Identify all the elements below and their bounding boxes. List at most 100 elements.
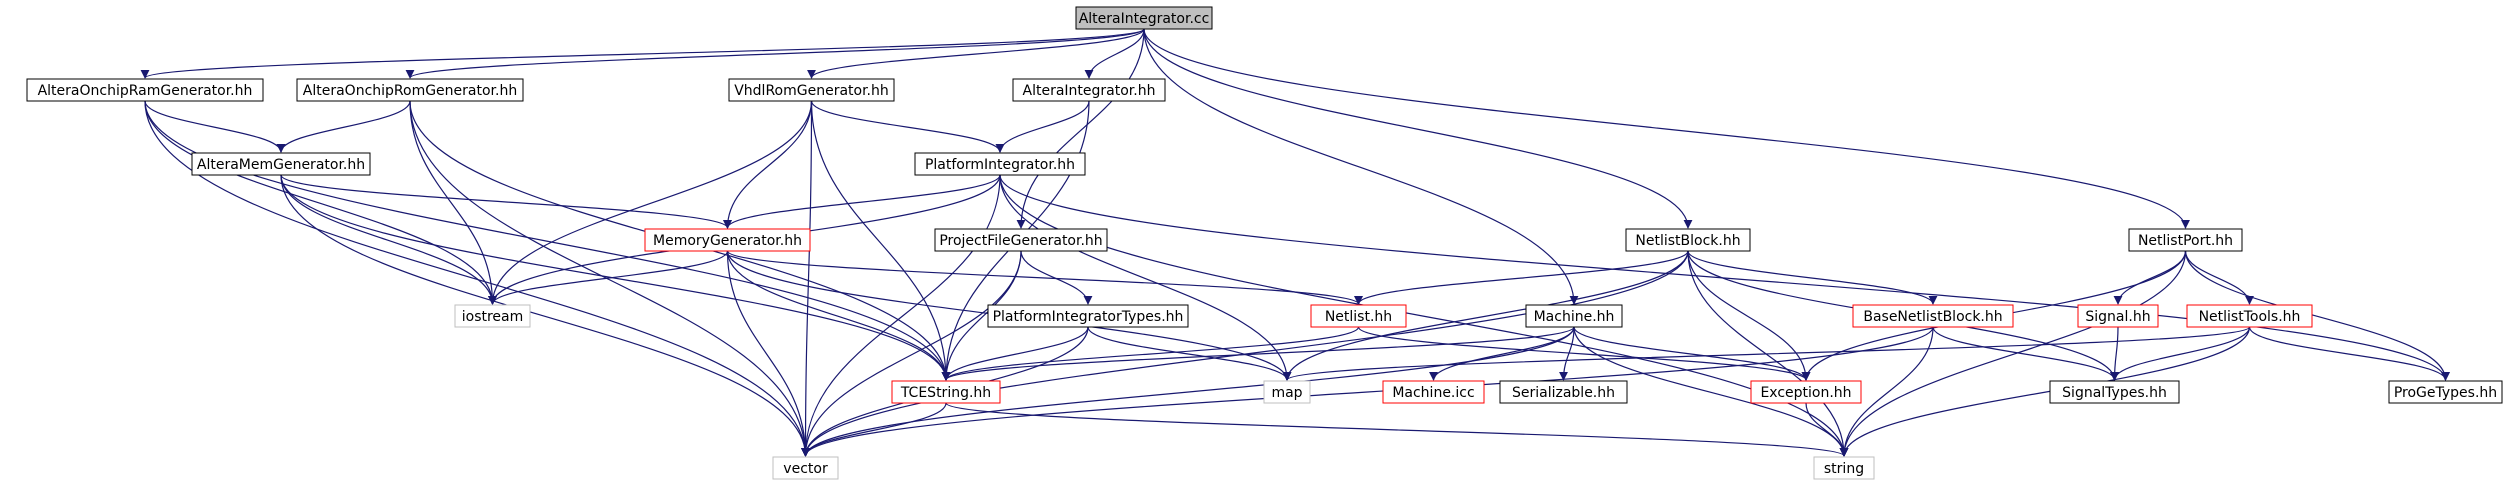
node-box — [454, 304, 531, 328]
node-aorg[interactable]: AlteraOnchipRamGenerator.hh — [26, 78, 264, 102]
node-label: iostream — [462, 309, 524, 325]
edge-root-to-machine — [1143, 28, 1579, 305]
edge-vhdl-to-iostream — [488, 100, 813, 305]
edge-root-to-aihh — [1084, 28, 1145, 79]
edge-aorg-to-tce — [144, 100, 951, 381]
node-label: NetlistBlock.hh — [1635, 233, 1740, 249]
node-box — [644, 228, 811, 252]
edge-bnb-to-st — [1932, 326, 2119, 381]
edge-pit-to-map — [1087, 326, 1292, 381]
edge-aorg-to-amg — [144, 100, 286, 153]
edge-pi-to-string — [999, 174, 1849, 457]
edge-vhdl-to-tce — [810, 100, 951, 381]
node-label: PlatformIntegratorTypes.hh — [993, 309, 1184, 325]
node-exc[interactable]: Exception.hh — [1750, 380, 1862, 404]
node-label: Exception.hh — [1760, 385, 1851, 401]
node-vector[interactable]: vector — [772, 456, 839, 480]
node-label: Signal.hh — [2085, 309, 2150, 325]
edge-tce-to-string — [945, 402, 1849, 457]
edge-machine-to-string — [1573, 326, 1849, 457]
edge-machine-to-exc — [1573, 326, 1811, 381]
node-ser[interactable]: Serializable.hh — [1499, 380, 1628, 404]
edge-amg-to-memgen — [280, 174, 732, 229]
edge-vhdl-to-pi — [810, 100, 1005, 153]
edge-root-to-aorom — [405, 28, 1145, 79]
edge-pfg-to-vector — [801, 250, 1022, 457]
node-netlist[interactable]: Netlist.hh — [1310, 304, 1407, 328]
edge-vhdl-to-vector — [801, 100, 813, 457]
node-bnb[interactable]: BaseNetlistBlock.hh — [1852, 304, 2014, 328]
node-box — [1525, 304, 1623, 328]
node-label: string — [1824, 461, 1864, 477]
edge-machine-to-vector — [801, 326, 1575, 457]
node-nb[interactable]: NetlistBlock.hh — [1625, 228, 1751, 252]
edge-pfg-to-pit — [1020, 250, 1093, 305]
node-label: NetlistTools.hh — [2199, 309, 2301, 325]
node-label: ProjectFileGenerator.hh — [939, 233, 1102, 249]
node-box — [1075, 6, 1213, 30]
node-pgt[interactable]: ProGeTypes.hh — [2388, 380, 2503, 404]
node-box — [2186, 304, 2313, 328]
dependency-edges — [140, 28, 2450, 457]
node-label: AlteraOnchipRamGenerator.hh — [38, 83, 253, 99]
node-vhdl[interactable]: VhdlRomGenerator.hh — [728, 78, 895, 102]
edge-amg-to-iostream — [280, 174, 497, 305]
node-nt[interactable]: NetlistTools.hh — [2186, 304, 2313, 328]
edge-memgen-to-netlist — [726, 250, 1363, 305]
edge-np-to-nt — [2184, 250, 2254, 305]
node-label: AlteraMemGenerator.hh — [197, 157, 365, 173]
edge-np-to-string — [1839, 250, 2187, 457]
edge-root-to-aorg — [140, 28, 1145, 79]
node-pfg[interactable]: ProjectFileGenerator.hh — [934, 228, 1108, 252]
node-box — [2128, 228, 2243, 252]
edge-aorg-to-iostream — [144, 100, 497, 305]
node-box — [1263, 380, 1311, 404]
edge-machine-to-micc — [1429, 326, 1575, 381]
node-signal[interactable]: Signal.hh — [2077, 304, 2159, 328]
node-label: AlteraIntegrator.cc — [1079, 11, 1210, 27]
node-label: VhdlRomGenerator.hh — [734, 83, 889, 99]
edge-root-to-nb — [1143, 28, 1693, 229]
node-box — [1012, 78, 1166, 102]
node-map[interactable]: map — [1263, 380, 1311, 404]
node-micc[interactable]: Machine.icc — [1382, 380, 1485, 404]
edge-nb-to-netlist — [1354, 250, 1689, 305]
node-tce[interactable]: TCEString.hh — [891, 380, 1001, 404]
node-label: Serializable.hh — [1512, 385, 1615, 401]
node-string[interactable]: string — [1813, 456, 1875, 480]
edge-aorom-to-amg — [276, 100, 411, 153]
node-machine[interactable]: Machine.hh — [1525, 304, 1623, 328]
node-aihh[interactable]: AlteraIntegrator.hh — [1012, 78, 1166, 102]
node-label: BaseNetlistBlock.hh — [1863, 309, 2002, 325]
node-label: Netlist.hh — [1325, 309, 1392, 325]
edge-nt-to-map — [1282, 326, 2251, 381]
edge-nb-to-vector — [801, 250, 1689, 457]
edge-aorom-to-vector — [409, 100, 810, 457]
node-label: MemoryGenerator.hh — [653, 233, 802, 249]
node-box — [987, 304, 1189, 328]
node-box — [1382, 380, 1485, 404]
node-box — [891, 380, 1001, 404]
node-memgen[interactable]: MemoryGenerator.hh — [644, 228, 811, 252]
node-aorom[interactable]: AlteraOnchipRomGenerator.hh — [296, 78, 524, 102]
node-label: AlteraOnchipRomGenerator.hh — [303, 83, 517, 99]
node-iostream[interactable]: iostream — [454, 304, 531, 328]
node-box — [26, 78, 264, 102]
node-np[interactable]: NetlistPort.hh — [2128, 228, 2243, 252]
node-st[interactable]: SignalTypes.hh — [2049, 380, 2180, 404]
node-box — [2388, 380, 2503, 404]
node-pit[interactable]: PlatformIntegratorTypes.hh — [987, 304, 1189, 328]
file-nodes: AlteraIntegrator.ccAlteraOnchipRamGenera… — [26, 6, 2503, 480]
node-pi[interactable]: PlatformIntegrator.hh — [914, 152, 1086, 176]
edge-root-to-np — [1143, 28, 2190, 229]
node-box — [1625, 228, 1751, 252]
edge-nb-to-exc — [1687, 250, 1811, 381]
node-label: Machine.icc — [1392, 385, 1474, 401]
edge-vhdl-to-memgen — [723, 100, 813, 229]
edge-pit-to-tce — [941, 326, 1089, 381]
edge-memgen-to-vector — [726, 250, 810, 457]
node-box — [934, 228, 1108, 252]
edge-aorom-to-iostream — [409, 100, 497, 305]
edge-signal-to-st — [2110, 326, 2120, 381]
node-amg[interactable]: AlteraMemGenerator.hh — [191, 152, 371, 176]
